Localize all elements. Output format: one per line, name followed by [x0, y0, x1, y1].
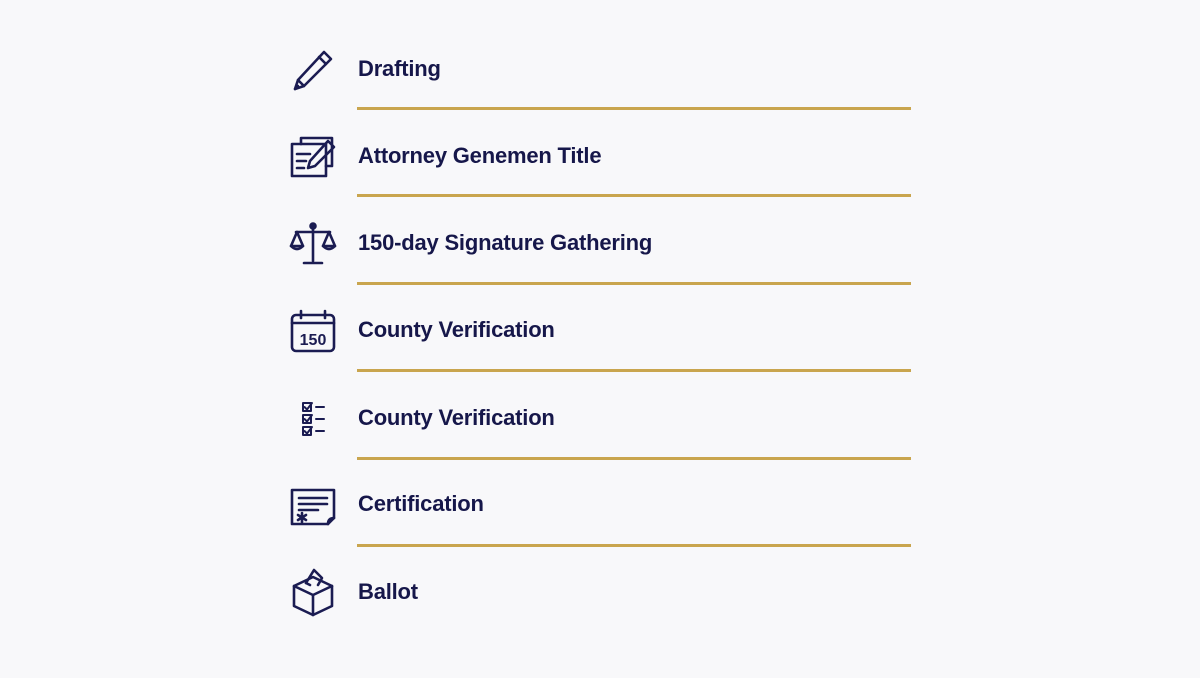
step-label: Drafting: [358, 56, 441, 81]
ballot-box-icon: [288, 568, 338, 618]
scales-icon: [288, 219, 338, 269]
step-county-verification-checklist: County Verification: [0, 388, 1200, 448]
step-label: Ballot: [358, 579, 418, 604]
step-label: Certification: [358, 491, 484, 516]
step-county-verification: 150 County Verification: [0, 300, 1200, 360]
divider: [357, 369, 911, 372]
step-attorney-title: Attorney Genemen Title: [0, 126, 1200, 186]
step-signature-gathering: 150-day Signature Gathering: [0, 213, 1200, 273]
divider: [357, 457, 911, 460]
step-ballot: Ballot: [0, 562, 1200, 622]
step-label: 150-day Signature Gathering: [358, 230, 653, 255]
calendar-icon: 150: [288, 306, 338, 356]
document-edit-icon: [288, 132, 338, 182]
divider: [357, 194, 911, 197]
step-certification: Certification: [0, 474, 1200, 534]
divider: [357, 107, 911, 110]
step-label: County Verification: [358, 317, 555, 342]
divider: [357, 282, 911, 285]
certificate-icon: [288, 480, 338, 530]
pencil-icon: [288, 45, 338, 95]
step-label: Attorney Genemen Title: [358, 143, 602, 168]
svg-text:150: 150: [300, 332, 327, 349]
step-drafting: Drafting: [0, 39, 1200, 99]
divider: [357, 544, 911, 547]
checklist-icon: [288, 394, 338, 444]
step-label: County Verification: [358, 405, 555, 430]
